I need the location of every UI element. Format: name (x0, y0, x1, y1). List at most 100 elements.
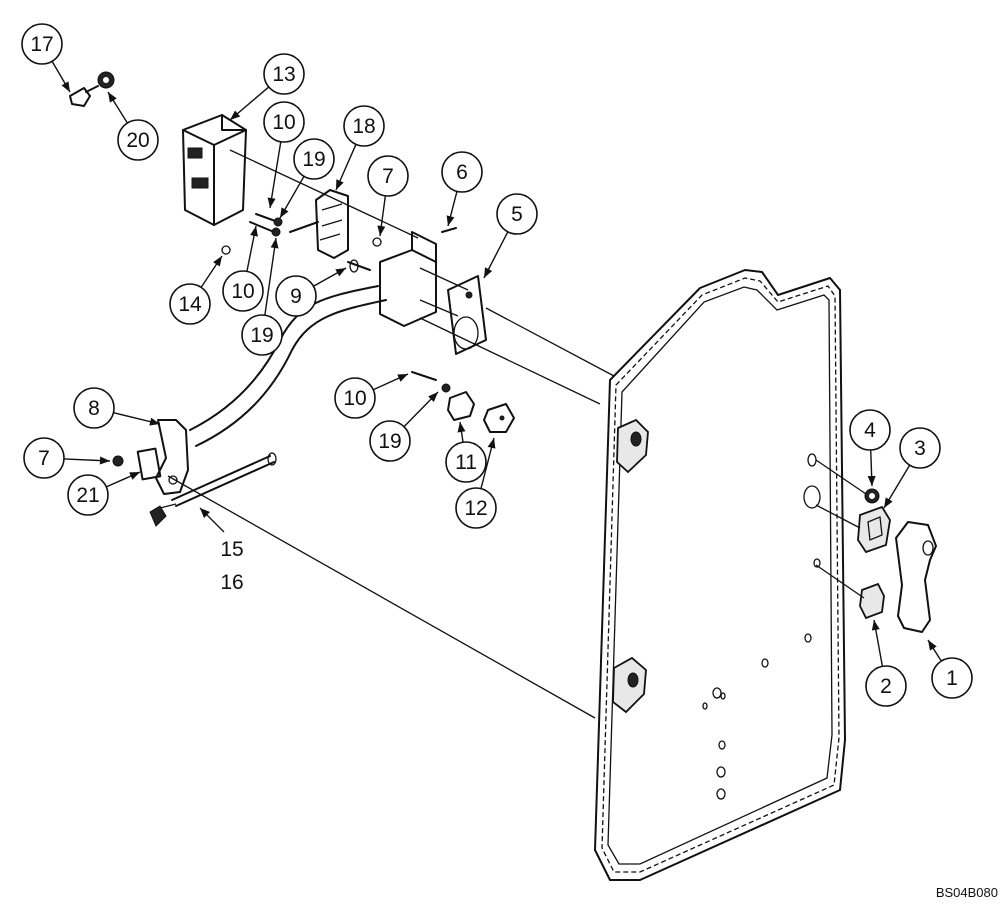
leader-arrowhead (149, 417, 160, 426)
leader-arrowhead (250, 226, 258, 237)
label-16: 16 (220, 571, 243, 594)
callout-circle (899, 427, 941, 469)
callout-label: 4 (864, 419, 876, 442)
lower-nut (112, 455, 124, 467)
leader-arrowhead (61, 81, 70, 92)
callout-circle (21, 23, 63, 65)
callout-label: 18 (352, 115, 375, 138)
callout-19: 19 (369, 391, 439, 462)
callout-label: 6 (456, 161, 468, 184)
lower-hinge (612, 656, 647, 714)
leader-arrowhead (867, 475, 876, 486)
callout-label: 12 (464, 497, 487, 520)
callout-label: 19 (378, 430, 401, 453)
callout-10: 10 (334, 373, 409, 419)
callout-label: 11 (455, 451, 477, 474)
callout-18: 18 (335, 105, 385, 191)
callout-4: 4 (849, 409, 891, 487)
rod-lever (155, 419, 189, 495)
leader-arrowhead (335, 268, 346, 277)
leader-arrowhead (336, 179, 344, 190)
callout-6: 6 (441, 151, 483, 227)
callout-label: 10 (272, 111, 295, 134)
callout-label: 3 (914, 437, 926, 460)
callout-label: 9 (290, 285, 302, 308)
callout-circle (334, 377, 376, 419)
alignment-lines (167, 149, 615, 719)
leader-arrowhead (484, 267, 493, 278)
callout-17: 17 (21, 23, 71, 93)
callout-10: 10 (263, 101, 305, 209)
pad-12 (483, 403, 515, 433)
callout-circle (441, 151, 483, 193)
leader-arrowhead (871, 620, 880, 631)
callout-2: 2 (865, 619, 907, 707)
callout-label: 10 (343, 387, 366, 410)
leader-arrowhead (428, 392, 438, 402)
callout-21: 21 (67, 471, 141, 516)
top-bolt (69, 85, 99, 107)
leader-arrowhead (446, 215, 455, 226)
leader-arrowhead (377, 225, 386, 236)
callout-circle (293, 138, 335, 180)
leader-arrowhead (280, 207, 289, 218)
callout-circle (263, 53, 305, 95)
callout-circle (23, 437, 65, 479)
callout-5: 5 (483, 193, 538, 279)
callout-14: 14 (169, 255, 223, 325)
leader-arrowhead (457, 422, 466, 433)
door-panel (594, 269, 846, 881)
latch-bracket (379, 231, 437, 327)
callout-19: 19 (241, 237, 283, 356)
callout-label: 8 (88, 397, 100, 420)
callout-label: 21 (76, 484, 99, 507)
latch-cover (182, 114, 247, 226)
callout-10: 10 (222, 225, 264, 312)
callout-label: 20 (126, 129, 149, 152)
callout-circle (445, 441, 487, 483)
bolts-and-washers (249, 213, 457, 247)
callout-circle (849, 409, 891, 451)
callout-label: 19 (302, 148, 325, 171)
callout-circle (275, 275, 317, 317)
callout-7: 7 (367, 155, 409, 237)
small-screw (221, 245, 231, 255)
leader-arrowhead (99, 456, 110, 465)
callout-circle (117, 119, 159, 161)
leader-arrowhead (108, 92, 117, 103)
drawing-code: BS04B080 (936, 885, 998, 900)
callout-1: 1 (927, 639, 973, 699)
callout-9: 9 (275, 267, 347, 317)
callout-label: 17 (30, 33, 53, 56)
leader-arrowhead (884, 497, 893, 508)
pad-11 (447, 391, 475, 421)
leader-arrowhead (928, 640, 937, 651)
callout-circle (369, 420, 411, 462)
leader-arrowhead (487, 438, 496, 449)
callout-3: 3 (883, 427, 941, 509)
handle-assembly (815, 459, 937, 633)
panel-holes (702, 453, 821, 800)
callout-circle (367, 155, 409, 197)
leader-arrowhead (267, 197, 276, 208)
callout-label: 13 (272, 63, 295, 86)
callout-13: 13 (229, 53, 305, 121)
callout-circle (222, 270, 264, 312)
callout-11: 11 (445, 421, 487, 483)
callout-circle (241, 314, 283, 356)
callout-circle (865, 665, 907, 707)
callout-label: 19 (250, 324, 273, 347)
top-washer (97, 71, 115, 89)
callout-circle (496, 193, 538, 235)
callout-12: 12 (455, 437, 497, 529)
callout-label: 7 (382, 165, 394, 188)
callout-8: 8 (73, 387, 161, 429)
callout-circle (73, 387, 115, 429)
callout-19: 19 (279, 138, 335, 219)
label-15: 15 (220, 538, 243, 561)
callout-label: 2 (880, 675, 892, 698)
callout-label: 7 (38, 447, 50, 470)
